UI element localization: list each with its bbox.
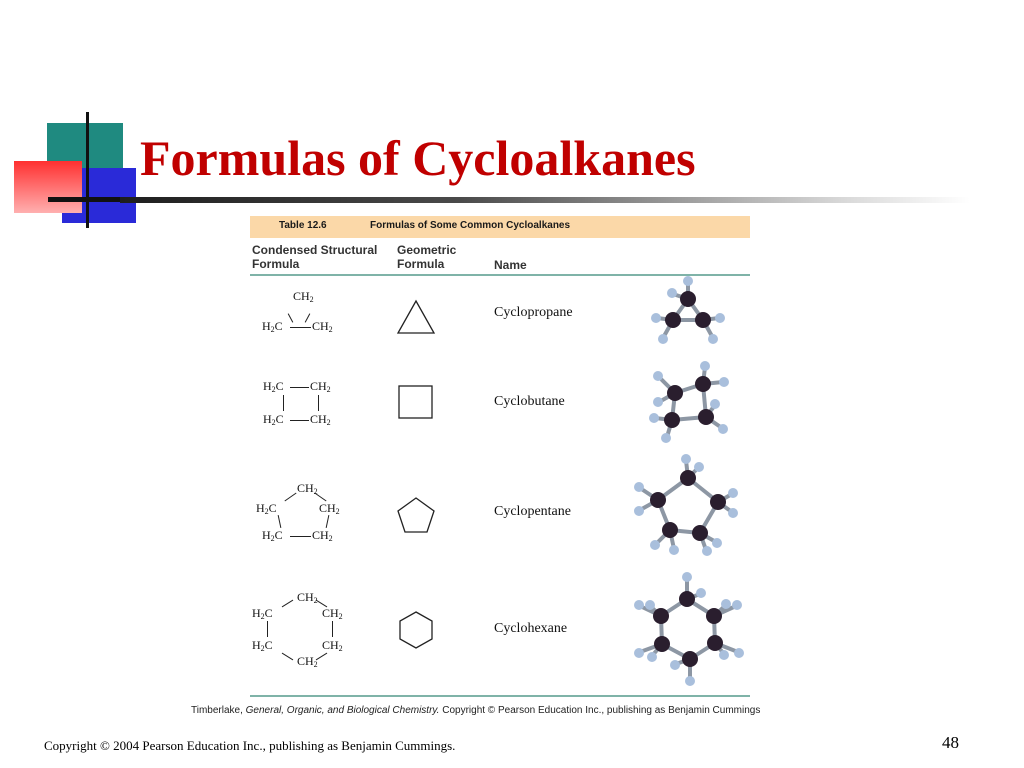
bond: [277, 515, 282, 528]
pentagon-shape: [397, 497, 435, 533]
header-condensed-formula: Condensed Structural Formula: [252, 243, 378, 271]
hexagon-shape: [399, 611, 433, 649]
row-name-cyclobutane: Cyclobutane: [494, 394, 565, 409]
decor-horizontal-line: [48, 197, 132, 202]
row-name-cyclopentane: Cyclopentane: [494, 504, 571, 519]
cyclopropane-top-group: CH2: [293, 289, 314, 304]
bond: [332, 621, 333, 637]
header-rule: [250, 274, 750, 276]
cyclobutane-bottom-right-group: CH2: [310, 412, 331, 427]
cyclopentane-model: [634, 454, 738, 556]
slide-footer-copyright: Copyright © 2004 Pearson Education Inc.,…: [44, 738, 456, 753]
cyclohexane-upper-right-group: CH2: [322, 606, 343, 621]
cyclobutane-top-right-group: CH2: [310, 379, 331, 394]
bond: [290, 387, 309, 388]
bond: [318, 395, 319, 411]
table-bottom-rule: [250, 695, 750, 697]
cyclopropane-model: [651, 276, 725, 344]
bond: [281, 599, 294, 608]
bond: [287, 313, 294, 323]
header-name: Name: [494, 258, 527, 272]
cyclobutane-top-left-group: H2C: [263, 379, 284, 394]
bond: [290, 420, 309, 421]
decor-red-square: [14, 161, 82, 213]
cyclobutane-bottom-left-group: H2C: [263, 412, 284, 427]
cyclohexane-lower-right-group: CH2: [322, 638, 343, 653]
cyclopentane-top-group: CH2: [297, 481, 318, 496]
cyclohexane-top-group: CH2: [297, 590, 318, 605]
cyclopentane-bottom-right-group: CH2: [312, 528, 333, 543]
bond: [283, 395, 284, 411]
bond: [284, 492, 297, 502]
table-caption-bar: [250, 216, 750, 238]
decor-vertical-line: [86, 112, 89, 228]
bond: [304, 313, 311, 323]
cyclohexane-model: [634, 572, 744, 686]
row-name-cyclohexane: Cyclohexane: [494, 621, 568, 636]
bond: [325, 515, 330, 528]
title-underline: [120, 197, 970, 203]
row-name-cyclopropane: Cyclopropane: [494, 305, 573, 320]
table-caption-text: Formulas of Some Common Cycloalkanes: [370, 220, 571, 231]
cycloalkane-table: Table 12.6 Formulas of Some Common Cyclo…: [250, 216, 750, 699]
bond: [290, 536, 311, 537]
cyclopropane-left-group: H2C: [262, 319, 283, 334]
table-caption-number: Table 12.6: [279, 220, 327, 231]
slide-page-number: 48: [942, 733, 959, 752]
cyclohexane-upper-left-group: H2C: [252, 606, 273, 621]
cyclopentane-bottom-left-group: H2C: [262, 528, 283, 543]
cyclohexane-lower-left-group: H2C: [252, 638, 273, 653]
cyclohexane-bottom-group: CH2: [297, 654, 318, 669]
bond: [290, 327, 311, 328]
square-shape: [398, 385, 433, 419]
cyclopropane-right-group: CH2: [312, 319, 333, 334]
bond: [267, 621, 268, 637]
header-geometric-formula: Geometric Formula: [397, 243, 457, 271]
image-credit: Timberlake, General, Organic, and Biolog…: [191, 705, 761, 716]
slide-title: Formulas of Cycloalkanes: [140, 130, 696, 186]
triangle-shape: [396, 299, 436, 334]
bond: [281, 652, 294, 661]
cyclobutane-model: [649, 361, 729, 443]
cyclopentane-left-group: H2C: [256, 501, 277, 516]
cyclopentane-right-group: CH2: [319, 501, 340, 516]
